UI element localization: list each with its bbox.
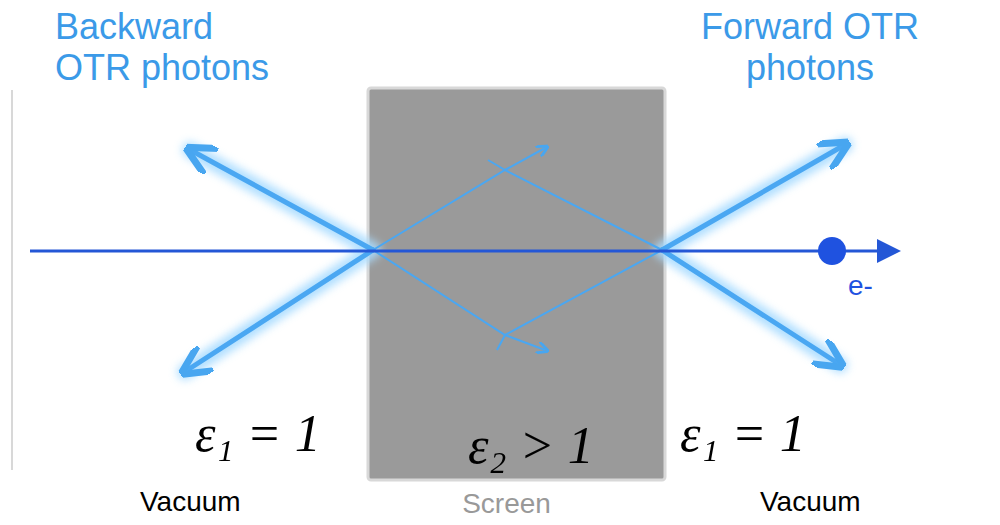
otr-photons <box>189 147 841 369</box>
permittivity-label: ε₁ = 1 <box>680 408 806 460</box>
screen-box: ε₂ > 1Screen <box>368 88 665 480</box>
electron-beam <box>30 250 895 253</box>
photon-label: Forward OTR photons <box>690 6 930 89</box>
photon-label: Backward OTR photons <box>55 6 285 89</box>
photon-glow <box>185 145 845 372</box>
screen-plate <box>368 88 665 480</box>
permittivity-label: ε₂ > 1 <box>468 420 594 472</box>
screen-heading: Screen <box>462 488 551 520</box>
medium-label: Vacuum <box>760 486 861 518</box>
frame-edge <box>11 90 13 470</box>
permittivity-label: ε₁ = 1 <box>195 408 321 460</box>
internal-photons <box>373 148 662 350</box>
particle-label: e- <box>848 270 873 302</box>
medium-label: Vacuum <box>140 486 241 518</box>
electron <box>818 237 846 265</box>
